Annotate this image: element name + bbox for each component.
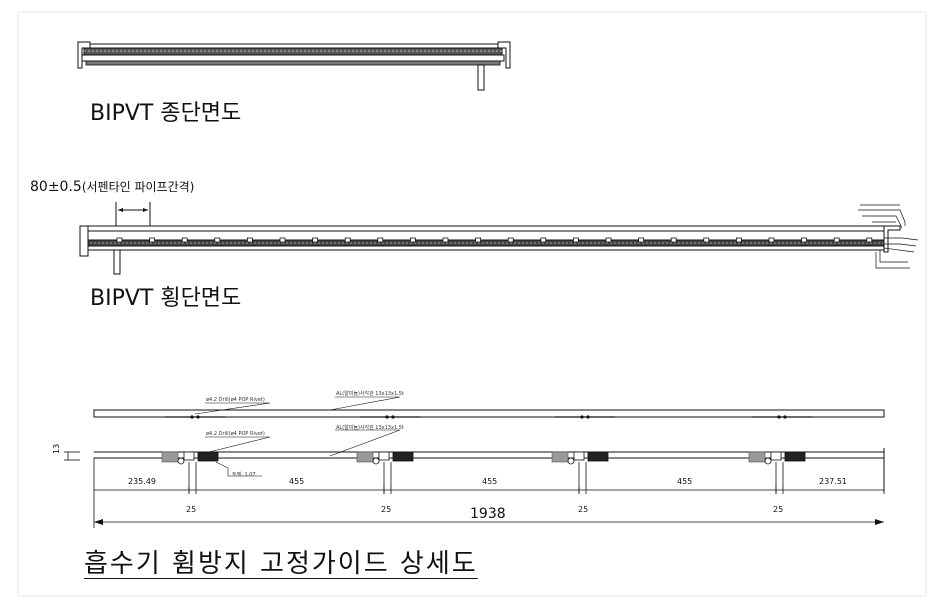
total-length-dimension: 1938 <box>470 506 506 522</box>
pipe-marker <box>540 237 547 243</box>
longitudinal-section-drawing <box>77 41 511 91</box>
top-clip-rivet <box>777 415 781 419</box>
spacing-dimension-2: 25 <box>381 505 392 514</box>
pipe-marker <box>475 237 482 243</box>
pipe-marker <box>573 237 579 243</box>
pipe-marker <box>344 237 351 243</box>
segment-dimension-1: 235.49 <box>128 477 156 486</box>
pipe-marker <box>312 237 319 243</box>
pipe-marker <box>866 237 873 243</box>
bracket-bolt <box>567 457 575 465</box>
bracket-plate <box>378 451 390 461</box>
bracket-clamp <box>784 451 806 462</box>
bracket-bolt <box>177 457 185 465</box>
cross-section-drawing <box>79 202 919 275</box>
pipe-marker <box>442 237 449 243</box>
pipe-marker <box>768 237 775 243</box>
pipe-marker <box>638 237 644 243</box>
pipe-marker <box>246 237 253 243</box>
top-clip-rivet <box>391 415 395 419</box>
thickness-callout: 두께: 1.07 <box>232 472 256 478</box>
top-clip-rivet <box>190 415 194 419</box>
bracket-plate <box>183 451 195 461</box>
cross-section-callouts <box>858 204 919 269</box>
bracket-plate <box>770 451 782 461</box>
rivet-callout-bottom: ø4.2 Drill(ø4 POP Rivet) <box>206 431 265 437</box>
spacing-dimension-4: 25 <box>773 505 784 514</box>
top-bar-clips <box>165 415 812 419</box>
sheet-border <box>17 11 927 597</box>
pipe-marker <box>801 237 807 243</box>
cross-section-title: BIPVT 횡단면도 <box>90 286 242 311</box>
guide-detail-drawing <box>64 396 885 528</box>
bracket-bolt <box>764 457 772 465</box>
top-clip-rivet <box>196 415 200 419</box>
bracket-block <box>551 451 569 463</box>
pipe-marker <box>214 237 221 243</box>
segment-dimension-2: 455 <box>289 477 305 486</box>
serpentine-pipe-row <box>116 237 873 243</box>
top-clip-rivet <box>586 415 590 419</box>
bracket-plate <box>573 451 585 461</box>
rivet-callout-top: ø4.2 Drill(ø4 POP Rivet) <box>206 397 265 403</box>
pipe-marker <box>409 237 416 243</box>
spacing-dimension-3: 25 <box>578 505 589 514</box>
pipe-marker <box>116 237 123 243</box>
bracket-bolt <box>372 457 380 465</box>
pipe-pitch-label: 80±0.5(서펜타인 파이프간격) <box>30 178 194 195</box>
height-dimension: 13 <box>52 443 61 454</box>
top-clip-rivet <box>783 415 787 419</box>
pipe-marker <box>605 237 612 243</box>
spacing-dimension-1: 25 <box>186 505 197 514</box>
segment-dimension-5: 237.51 <box>819 477 847 486</box>
bracket-block <box>748 451 766 463</box>
square-pipe-callout-top: AL(알미늄)사각관 13x13x1.5t <box>336 391 404 397</box>
pipe-marker <box>670 237 677 243</box>
bracket-block <box>161 451 179 463</box>
pipe-marker <box>181 237 188 243</box>
segment-dimension-4: 455 <box>677 477 693 486</box>
pipe-marker <box>377 237 384 243</box>
bracket-clamp <box>392 451 414 462</box>
longitudinal-section-title: BIPVT 종단면도 <box>90 101 242 126</box>
pipe-marker <box>703 237 710 243</box>
pipe-marker <box>149 237 156 243</box>
pipe-marker <box>833 237 840 243</box>
bracket-clamp <box>197 451 219 462</box>
guide-detail-title: 흡수기 휨방지 고정가이드 상세도 <box>84 549 478 579</box>
bracket-block <box>356 451 374 463</box>
segment-dimension-3: 455 <box>482 477 498 486</box>
pipe-marker <box>507 237 514 243</box>
square-pipe-callout-bottom: AL(알미늄)사각관 13x13x1.5t <box>336 425 404 431</box>
pipe-marker <box>279 237 286 243</box>
top-clip-rivet <box>385 415 389 419</box>
segment-ticks <box>188 486 885 494</box>
pipe-pitch-value: 80±0.5 <box>30 179 82 195</box>
pipe-pitch-note: (서펜타인 파이프간격) <box>81 180 195 194</box>
bracket-clamp <box>587 451 609 462</box>
top-clip-rivet <box>580 415 584 419</box>
pipe-marker <box>736 237 742 243</box>
